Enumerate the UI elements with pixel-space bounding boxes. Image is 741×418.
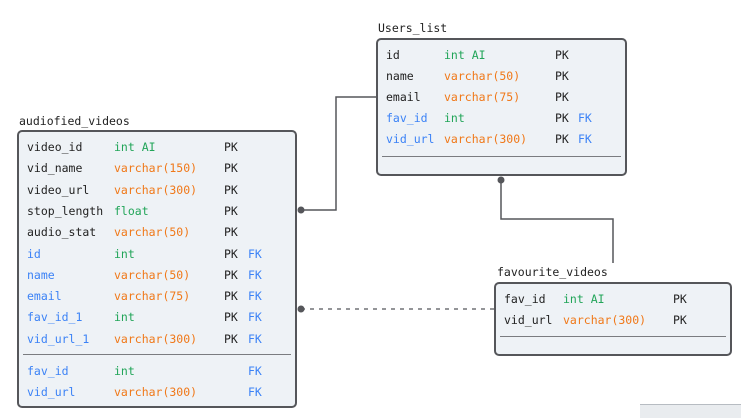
- primary-key-badge: PK: [224, 203, 238, 218]
- column-name: fav_id: [27, 364, 69, 378]
- column-name: vid_name: [27, 161, 83, 176]
- foreign-key-badge: FK: [248, 331, 262, 346]
- column-name: email: [386, 90, 421, 104]
- table-audiofied-videos[interactable]: video_id int AI PK vid_name varchar(150) PK vi…: [17, 130, 297, 408]
- table-title-users-list: Users_list: [378, 21, 448, 35]
- column-name: vid_url: [386, 132, 435, 146]
- column-type: varchar(75): [114, 289, 191, 304]
- column-type: varchar(300): [114, 182, 198, 197]
- primary-key-badge: PK: [224, 310, 238, 325]
- column-name: audio_stat: [27, 225, 97, 240]
- foreign-key-badge: FK: [248, 267, 262, 282]
- primary-key-badge: PK: [224, 246, 238, 261]
- table-separator: [382, 156, 621, 157]
- column-type: float: [114, 203, 149, 218]
- primary-key-badge: PK: [673, 292, 687, 306]
- column-name: fav_id: [504, 292, 546, 306]
- primary-key-badge: PK: [555, 111, 569, 125]
- column-type: varchar(50): [114, 267, 191, 282]
- column-name: name: [27, 267, 55, 282]
- column-name: fav_id_1: [27, 310, 83, 325]
- column-type: int: [444, 111, 465, 125]
- column-type: int: [114, 364, 135, 378]
- primary-key-badge: PK: [224, 289, 238, 304]
- foreign-key-badge: FK: [248, 385, 262, 399]
- primary-key-badge: PK: [555, 132, 569, 146]
- column-name: vid_url: [504, 313, 553, 327]
- column-type: varchar(300): [114, 385, 198, 399]
- column-type: varchar(50): [114, 225, 191, 240]
- primary-key-badge: PK: [224, 140, 238, 154]
- foreign-key-badge: FK: [248, 289, 262, 304]
- foreign-key-badge: FK: [248, 246, 262, 261]
- primary-key-badge: PK: [224, 225, 238, 240]
- connector-dot: [297, 206, 305, 214]
- table-separator: [500, 336, 726, 337]
- primary-key-badge: PK: [555, 90, 569, 104]
- primary-key-badge: PK: [224, 161, 238, 176]
- column-name: vid_url_1: [27, 331, 90, 346]
- column-name: name: [386, 69, 414, 83]
- foreign-key-badge: FK: [578, 132, 592, 146]
- column-type: varchar(50): [444, 69, 521, 83]
- column-type: int AI: [444, 48, 486, 62]
- foreign-key-badge: FK: [248, 364, 262, 378]
- primary-key-badge: PK: [555, 48, 569, 62]
- column-name: id: [386, 48, 400, 62]
- primary-key-badge: PK: [224, 182, 238, 197]
- column-name: email: [27, 289, 62, 304]
- column-name: video_url: [27, 182, 90, 197]
- column-type: varchar(300): [444, 132, 528, 146]
- primary-key-badge: PK: [224, 331, 238, 346]
- table-separator: [23, 354, 291, 355]
- table-favourite-videos[interactable]: fav_id int AI PK vid_url varchar(300) PK: [494, 282, 732, 356]
- connector-users-favourite: [500, 180, 614, 263]
- connector-dot: [297, 305, 305, 313]
- table-users-list[interactable]: id int AI PK name varchar(50) PK email varchar(…: [376, 38, 627, 176]
- primary-key-badge: PK: [555, 69, 569, 83]
- column-type: int AI: [563, 292, 605, 306]
- table-title-audiofied-videos: audiofied_videos: [19, 114, 130, 128]
- scrollbar-strip: [640, 404, 741, 418]
- column-type: varchar(300): [114, 331, 198, 346]
- column-type: int: [114, 310, 135, 325]
- foreign-key-badge: FK: [248, 310, 262, 325]
- column-name: stop_length: [27, 203, 104, 218]
- column-name: vid_url: [27, 385, 76, 399]
- column-type: int AI: [114, 140, 156, 154]
- column-name: video_id: [27, 140, 83, 154]
- column-type: int: [114, 246, 135, 261]
- foreign-key-badge: FK: [578, 111, 592, 125]
- primary-key-badge: PK: [224, 267, 238, 282]
- connector-dot: [497, 176, 505, 184]
- column-type: varchar(75): [444, 90, 521, 104]
- connector-audiofied-users: [301, 96, 377, 211]
- column-type: varchar(150): [114, 161, 198, 176]
- table-title-favourite-videos: favourite_videos: [497, 265, 608, 279]
- primary-key-badge: PK: [673, 313, 687, 327]
- column-name: id: [27, 246, 41, 261]
- column-name: fav_id: [386, 111, 428, 125]
- column-type: varchar(300): [563, 313, 647, 327]
